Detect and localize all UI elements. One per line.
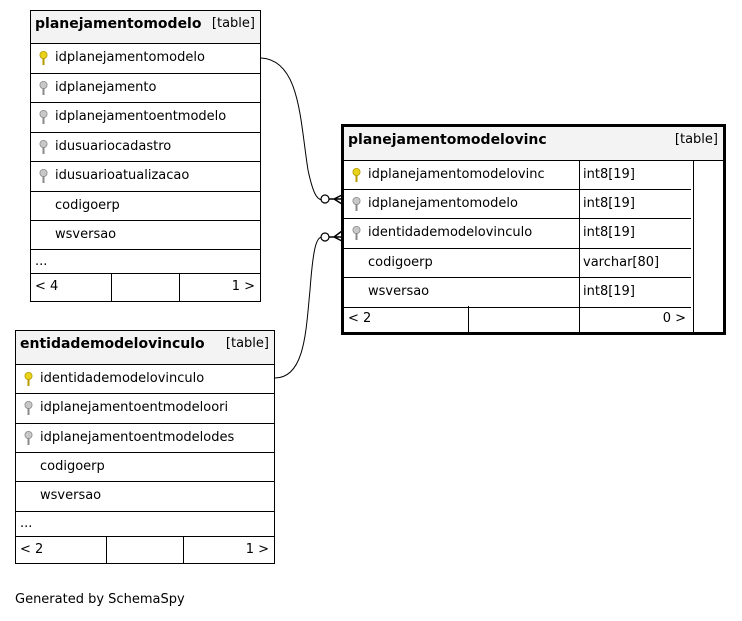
link-end-circle (320, 232, 330, 242)
column-name: idplanejamento (55, 80, 157, 95)
column-name: idplanejamentomodelovinc (368, 167, 545, 182)
foreign-key-icon (39, 80, 48, 100)
column-name: identidademodelovinculo (368, 225, 533, 240)
column-name: idplanejamentomodelo (55, 50, 205, 65)
column-row[interactable]: codigoerp (16, 453, 274, 482)
table-footer: < 2 0 > (344, 306, 691, 332)
column-row[interactable]: idplanejamentoentmodelo (31, 103, 260, 133)
column-name: wsversao (55, 227, 117, 242)
column-name: idusuariocadastro (55, 139, 172, 154)
column-type: int8[19] (583, 284, 635, 299)
column-row[interactable]: wsversao int8[19] (344, 278, 691, 308)
column-type: int8[19] (583, 225, 635, 240)
link-entidademodelovinculo (274, 236, 323, 379)
column-row[interactable]: identidademodelovinculo int8[19] (344, 219, 691, 249)
table-header: planejamentomodelo [table] (31, 11, 260, 44)
children-count: 1 > (245, 542, 269, 557)
primary-key-icon (39, 50, 48, 70)
column-name: idplanejamentoentmodeloori (40, 400, 229, 415)
more-indicator: ... (20, 516, 33, 531)
column-row[interactable]: wsversao (16, 482, 274, 512)
parents-count: < 4 (35, 279, 59, 294)
table-name: planejamentomodelovinc (348, 132, 547, 148)
footer-children[interactable]: 0 > (580, 306, 691, 332)
column-row[interactable]: idplanejamentoentmodelodes (16, 424, 274, 453)
table-name: entidademodelovinculo (20, 336, 205, 352)
foreign-key-icon (39, 109, 48, 129)
table-kind: [table] (674, 132, 718, 147)
column-name: codigoerp (55, 198, 120, 213)
table-footer: < 2 1 > (16, 537, 274, 563)
column-name: idplanejamentomodelo (368, 196, 518, 211)
more-indicator: ... (35, 254, 48, 269)
table-planejamentomodelovinc[interactable]: planejamentomodelovinc [table] idplaneja… (341, 124, 726, 335)
table-kind: [table] (211, 16, 255, 31)
foreign-key-icon (24, 430, 33, 450)
column-row[interactable]: codigoerp (31, 192, 260, 221)
footer-parents[interactable]: < 4 (31, 274, 112, 301)
column-row[interactable]: idplanejamentomodelo int8[19] (344, 190, 691, 219)
foreign-key-icon (352, 225, 361, 245)
column-row[interactable]: wsversao (31, 221, 260, 250)
children-count: 1 > (231, 279, 255, 294)
more-columns: ... (31, 250, 260, 274)
column-row[interactable]: codigoerp varchar[80] (344, 249, 691, 278)
column-name: wsversao (40, 488, 102, 503)
foreign-key-icon (39, 139, 48, 159)
column-row[interactable]: idusuarioatualizacao (31, 162, 260, 192)
column-name: idplanejamentoentmodelo (55, 109, 227, 124)
more-columns: ... (16, 512, 274, 537)
table-planejamentomodelo[interactable]: planejamentomodelo [table] idplanejament… (30, 10, 261, 302)
footer-spacer (107, 537, 184, 563)
column-name: codigoerp (368, 255, 433, 270)
parents-count: < 2 (348, 311, 372, 326)
table-entidademodelovinculo[interactable]: entidademodelovinculo [table] identidade… (15, 330, 275, 564)
crowfoot-icon (329, 230, 343, 242)
children-count: 0 > (662, 311, 686, 326)
footer-children[interactable]: 1 > (180, 274, 260, 301)
column-type: int8[19] (583, 196, 635, 211)
column-row[interactable]: idplanejamentoentmodeloori (16, 394, 274, 424)
table-name: planejamentomodelo (35, 16, 202, 32)
foreign-key-icon (39, 168, 48, 188)
column-row[interactable]: idplanejamento (31, 74, 260, 103)
link-planejamentomodelo (260, 57, 325, 201)
column-name: codigoerp (40, 459, 105, 474)
crowfoot-icon (329, 194, 343, 205)
footer-spacer (469, 306, 580, 332)
column-row[interactable]: identidademodelovinculo (16, 365, 274, 394)
foreign-key-icon (24, 400, 33, 420)
generated-by-note: Generated by SchemaSpy (15, 592, 185, 607)
footer-spacer (112, 274, 180, 301)
table-header: entidademodelovinculo [table] (16, 331, 274, 365)
column-row[interactable]: idusuariocadastro (31, 133, 260, 162)
table-footer: < 4 1 > (31, 274, 260, 301)
table-kind: [table] (225, 336, 269, 351)
column-name: idplanejamentoentmodelodes (40, 430, 235, 445)
column-name: idusuarioatualizacao (55, 168, 190, 183)
column-type: varchar[80] (583, 255, 660, 270)
column-name: identidademodelovinculo (40, 371, 205, 386)
primary-key-icon (352, 167, 361, 187)
column-row[interactable]: idplanejamentomodelovinc int8[19] (344, 161, 691, 190)
primary-key-icon (24, 371, 33, 391)
column-row[interactable]: idplanejamentomodelo (31, 44, 260, 74)
type-column-divider (579, 161, 580, 307)
footer-children[interactable]: 1 > (184, 537, 274, 563)
right-gutter-divider (693, 161, 694, 332)
parents-count: < 2 (20, 542, 44, 557)
footer-parents[interactable]: < 2 (16, 537, 107, 563)
link-end-circle (320, 194, 330, 204)
foreign-key-icon (352, 196, 361, 216)
column-type: int8[19] (583, 167, 635, 182)
footer-parents[interactable]: < 2 (344, 306, 469, 332)
column-name: wsversao (368, 284, 430, 299)
table-header: planejamentomodelovinc [table] (344, 127, 723, 161)
